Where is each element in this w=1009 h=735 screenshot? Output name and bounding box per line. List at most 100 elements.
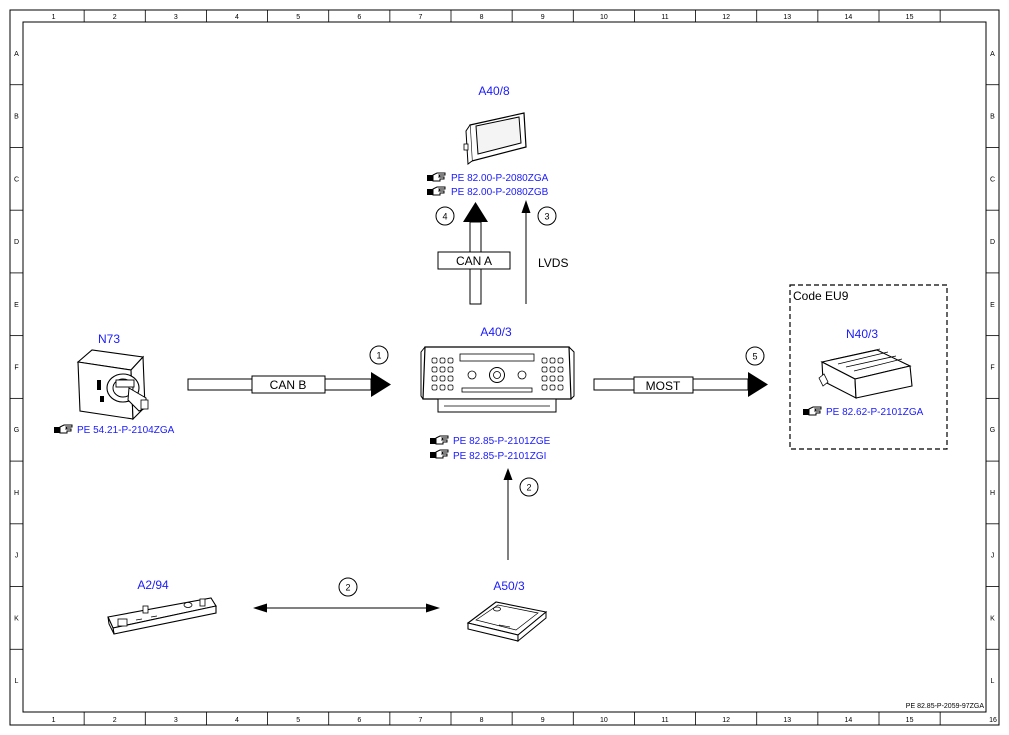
antenna-module-component[interactable]: A2/94: [107, 578, 217, 635]
grid-column-label: 13: [783, 717, 791, 724]
svg-text:PE 54.21-P-2104ZGA: PE 54.21-P-2104ZGA: [77, 425, 175, 436]
connection-number: 2: [345, 583, 350, 593]
grid-column-label: 11: [661, 14, 668, 21]
grid-column-label: 1: [52, 14, 56, 21]
grid-row-label: G: [14, 427, 19, 434]
head-unit-icon: [420, 346, 575, 413]
display-ref-2[interactable]: PE 82.00-P-2080ZGB: [426, 186, 549, 198]
most-label: MOST: [646, 379, 681, 393]
pointing-hand-icon: [429, 449, 449, 459]
grid-row-label: L: [991, 678, 995, 685]
grid-column-label: 11: [661, 717, 668, 724]
grid-row-label: H: [14, 490, 19, 497]
connection-number: 5: [752, 352, 757, 362]
head-unit-code: A40/3: [480, 325, 512, 339]
amplifier-code: N40/3: [846, 327, 878, 341]
svg-text:PE 82.00-P-2080ZGB: PE 82.00-P-2080ZGB: [451, 187, 549, 198]
pointing-hand-icon: [429, 435, 449, 445]
can-b-label: CAN B: [270, 378, 307, 392]
grid-column-label: 9: [541, 717, 545, 724]
grid-column-label: 8: [480, 14, 484, 21]
grid-column-label: 4: [235, 14, 239, 21]
head-unit-ref-2[interactable]: PE 82.85-P-2101ZGI: [429, 449, 546, 462]
grid-row-label: E: [990, 302, 995, 309]
amplifier-ref-1[interactable]: PE 82.62-P-2101ZGA: [802, 406, 924, 418]
most-connection[interactable]: MOST 5: [593, 346, 768, 397]
amplifier-icon: [818, 348, 913, 399]
grid-column-label: 4: [235, 717, 239, 724]
grid-row-label: B: [990, 114, 995, 121]
ignition-switch-code: N73: [98, 332, 120, 346]
display-component[interactable]: A40/8 PE 82.00-P-2080ZGA PE 82.00-P-2080…: [426, 84, 549, 198]
connection-number: 1: [376, 351, 381, 361]
antenna-tuner-connection[interactable]: 2: [253, 577, 440, 613]
svg-text:PE 82.85-P-2101ZGI: PE 82.85-P-2101ZGI: [453, 451, 546, 462]
grid-column-label: 16: [989, 717, 997, 724]
grid-row-label: E: [14, 302, 19, 309]
sheet-frame: [9, 9, 1000, 726]
can-b-connection[interactable]: CAN B 1: [187, 345, 391, 397]
grid-row-label: A: [14, 51, 19, 58]
ignition-switch-ref-1[interactable]: PE 54.21-P-2104ZGA: [53, 424, 175, 436]
display-ref-1[interactable]: PE 82.00-P-2080ZGA: [426, 172, 549, 184]
grid-row-label: G: [990, 427, 995, 434]
grid-column-label: 1: [52, 717, 56, 724]
grid-column-label: 8: [480, 717, 484, 724]
grid-column-label: 6: [357, 717, 361, 724]
svg-text:PE 82.62-P-2101ZGA: PE 82.62-P-2101ZGA: [826, 407, 924, 418]
grid-row-label: A: [990, 51, 995, 58]
grid-column-label: 15: [906, 717, 914, 724]
grid-row-label: D: [14, 239, 19, 246]
sheet-reference: PE 82.85-P-2059-97ZGA: [906, 703, 985, 710]
grid-row-label: J: [15, 553, 19, 560]
tuner-module-icon: [466, 601, 548, 643]
connection-number: 3: [544, 212, 549, 222]
can-a-connection[interactable]: CAN A 4: [435, 202, 511, 305]
amplifier-component[interactable]: Code EU9 N40/3 PE 82.62-P-2101ZGA: [789, 284, 948, 450]
pointing-hand-icon: [53, 424, 73, 434]
grid-column-label: 5: [296, 14, 300, 21]
grid-column-label: 3: [174, 14, 178, 21]
grid-column-label: 12: [722, 717, 730, 724]
lvds-label: LVDS: [538, 256, 568, 270]
svg-text:PE 82.00-P-2080ZGA: PE 82.00-P-2080ZGA: [451, 173, 549, 184]
tuner-module-code: A50/3: [493, 579, 525, 593]
grid-row-label: J: [991, 553, 995, 560]
grid-column-label: 5: [296, 717, 300, 724]
grid-column-label: 15: [906, 14, 914, 21]
head-unit-ref-1[interactable]: PE 82.85-P-2101ZGE: [429, 435, 551, 447]
grid-row-label: F: [990, 365, 994, 372]
grid-column-label: 2: [113, 717, 117, 724]
grid-column-label: 13: [783, 14, 791, 21]
grid-row-label: H: [990, 490, 995, 497]
can-a-label: CAN A: [456, 254, 492, 268]
grid-column-label: 7: [418, 717, 422, 724]
antenna-module-code: A2/94: [137, 578, 169, 592]
tuner-module-component[interactable]: A50/3: [466, 579, 548, 643]
grid-row-label: C: [14, 176, 19, 183]
pointing-hand-icon: [426, 186, 446, 196]
display-code: A40/8: [478, 84, 510, 98]
grid-column-label: 10: [600, 717, 608, 724]
grid-row-label: K: [14, 615, 19, 622]
grid-column-label: 6: [357, 14, 361, 21]
option-code-label: Code EU9: [793, 289, 849, 303]
grid-column-label: 7: [418, 14, 422, 21]
pointing-hand-icon: [802, 406, 822, 416]
head-unit-component[interactable]: A40/3 PE 82.85-P-2101ZGE PE 82.85-P-2101…: [420, 325, 575, 462]
grid-row-label: D: [990, 239, 995, 246]
svg-text:PE 82.85-P-2101ZGE: PE 82.85-P-2101ZGE: [453, 436, 551, 447]
grid-column-label: 12: [722, 14, 730, 21]
grid-labels: 1122334455667788991010111112121313141415…: [10, 10, 999, 725]
ignition-switch-component[interactable]: N73 PE 54.21-P-2104ZGA: [53, 332, 175, 436]
grid-column-label: 10: [600, 14, 608, 21]
tuner-head-unit-connection[interactable]: 2: [503, 468, 539, 560]
optional-equipment-box: [789, 284, 948, 450]
lvds-connection[interactable]: LVDS 3: [521, 200, 569, 304]
grid-column-label: 14: [845, 717, 853, 724]
antenna-module-icon: [107, 597, 217, 635]
ignition-switch-icon: [76, 349, 149, 421]
connection-number: 2: [526, 483, 531, 493]
grid-column-label: 9: [541, 14, 545, 21]
